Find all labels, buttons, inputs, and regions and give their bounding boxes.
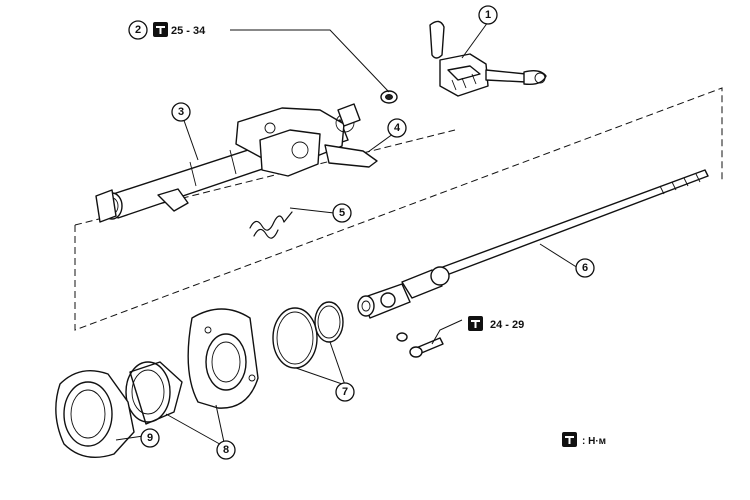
boot-seals (125, 308, 259, 425)
nut (380, 90, 398, 104)
svg-text:9: 9 (147, 432, 153, 444)
svg-text:5: 5 (339, 207, 345, 219)
torque-wrench-icon (562, 432, 577, 447)
svg-text:25 - 34: 25 - 34 (171, 25, 206, 37)
callout-1: 1 (478, 5, 498, 25)
svg-text:7: 7 (342, 386, 348, 398)
torque-wrench-icon (468, 316, 483, 331)
svg-text:2: 2 (135, 24, 141, 36)
column-bracket (235, 103, 378, 177)
bolt (396, 332, 444, 358)
combination-switch (429, 20, 547, 97)
svg-text:4: 4 (394, 122, 401, 134)
torque-spec-nut: 25 - 34 (153, 22, 206, 37)
callout-7: 7 (335, 382, 355, 402)
callout-9: 9 (140, 428, 160, 448)
callout-3: 3 (171, 102, 191, 122)
svg-text:1: 1 (485, 9, 491, 21)
svg-text:3: 3 (178, 106, 184, 118)
steering-shaft (357, 169, 709, 319)
torque-spec-bolt: 24 - 29 (468, 316, 524, 331)
callout-8: 8 (216, 440, 236, 460)
grommet-plate (55, 370, 135, 458)
svg-text:24 - 29: 24 - 29 (490, 319, 524, 331)
callout-2: 2 (128, 20, 148, 40)
callout-5: 5 (332, 203, 352, 223)
hose-clamps (272, 301, 344, 369)
svg-text:: Н·м: : Н·м (582, 436, 606, 447)
callout-4: 4 (387, 118, 407, 138)
svg-text:8: 8 (223, 444, 229, 456)
torque-wrench-icon (153, 22, 168, 37)
callout-6: 6 (575, 258, 595, 278)
assembly-boundary (74, 87, 723, 331)
spring (249, 211, 293, 239)
torque-unit-legend: : Н·м (562, 432, 606, 447)
svg-text:6: 6 (582, 262, 588, 274)
